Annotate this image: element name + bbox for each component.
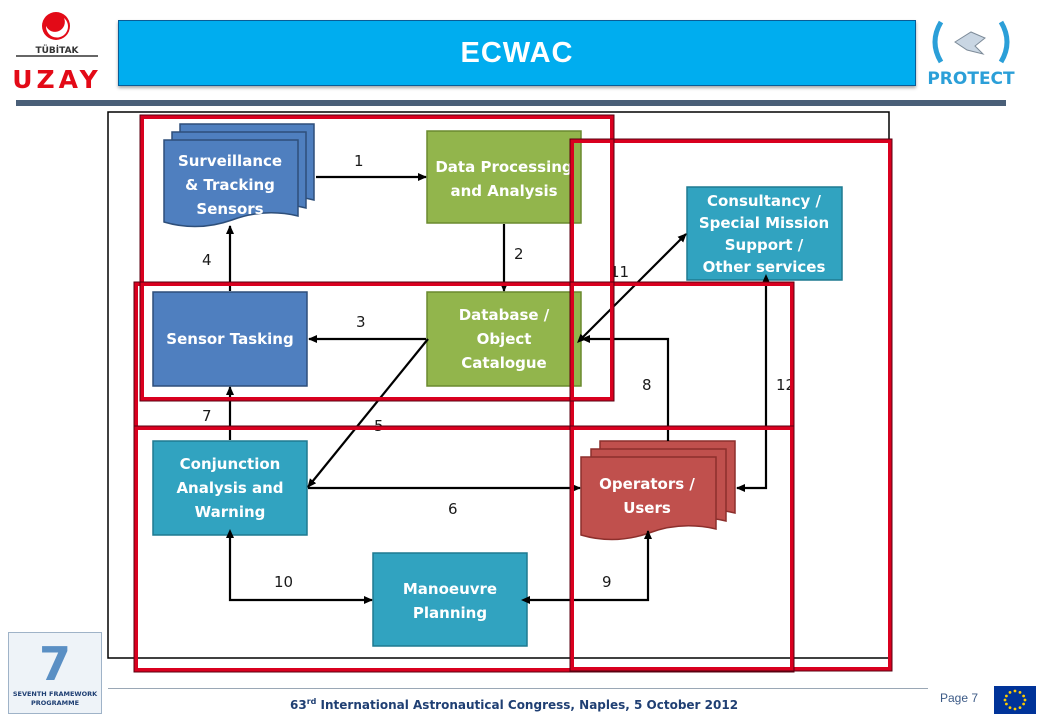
operators-label-1: Operators / [599, 475, 695, 493]
consultancy-label-1: Consultancy / [707, 192, 822, 210]
label-4: 4 [202, 251, 212, 269]
database-label-2: Object [477, 330, 532, 348]
label-6: 6 [448, 500, 458, 518]
surveillance-label-2: & Tracking [185, 176, 275, 194]
manoeuvre-label-1: Manoeuvre [403, 580, 497, 598]
conjunction-label-3: Warning [195, 503, 266, 521]
highlight-frames-outline [133, 114, 893, 673]
uzay-text: UZAY [12, 65, 102, 94]
footer-conf-ordinal: rd [306, 697, 317, 706]
manoeuvre-planning-node: Manoeuvre Planning [372, 552, 528, 647]
database-node: Database / Object Catalogue [426, 291, 582, 387]
surveillance-label-3: Sensors [196, 200, 263, 218]
highlight-frame-collision-avoidance [134, 426, 794, 672]
protect-text: PROTECT [927, 69, 1015, 89]
label-1: 1 [354, 152, 364, 170]
database-label-1: Database / [459, 306, 550, 324]
label-2: 2 [514, 245, 524, 263]
sensor-tasking-node: Sensor Tasking [152, 291, 308, 387]
manoeuvre-label-2: Planning [413, 604, 487, 622]
label-10: 10 [274, 573, 293, 591]
protect-logo: PROTECT [925, 14, 1017, 94]
consultancy-label-3: Support / [725, 236, 804, 254]
label-9: 9 [602, 573, 612, 591]
highlight-frame-sst [140, 115, 614, 401]
page-number: Page 7 [940, 691, 979, 705]
arrow-10 [226, 529, 373, 604]
label-7: 7 [202, 407, 212, 425]
sensor-tasking-label: Sensor Tasking [166, 330, 293, 348]
conjunction-label-1: Conjunction [180, 455, 281, 473]
consultancy-node: Consultancy / Special Mission Support / … [686, 186, 843, 281]
consultancy-label-4: Other services [703, 258, 826, 276]
operators-label-2: Users [623, 499, 671, 517]
fp7-logo: 7 SEVENTH FRAMEWORK PROGRAMME [8, 632, 102, 714]
arrow-5 [307, 338, 429, 488]
footer-conference: 63rd International Astronautical Congres… [290, 697, 750, 712]
footer-conf-number: 63 [290, 698, 307, 712]
footer-conf-text: International Astronautical Congress, Na… [316, 698, 739, 712]
fp7-text-1: SEVENTH FRAMEWORK [13, 690, 98, 698]
data-processing-label-1: Data Processing [435, 158, 572, 176]
title-bar: ECWAC [118, 20, 916, 86]
arrow-12 [736, 274, 770, 492]
arrow-9 [521, 530, 652, 604]
tubitak-text: TÜBİTAK [35, 45, 79, 56]
data-processing-node: Data Processing and Analysis [426, 130, 582, 224]
fp7-text-2: PROGRAMME [31, 699, 79, 707]
label-8: 8 [642, 376, 652, 394]
highlight-frames [134, 115, 892, 672]
conjunction-analysis-node: Conjunction Analysis and Warning [152, 440, 308, 536]
header-divider [16, 100, 1006, 106]
database-label-3: Catalogue [461, 354, 546, 372]
footer-divider [108, 688, 928, 689]
consultancy-label-2: Special Mission [699, 214, 829, 232]
diagram-arrows [226, 173, 770, 604]
label-11: 11 [610, 263, 629, 281]
page-title: ECWAC [460, 36, 574, 69]
conjunction-label-2: Analysis and [176, 479, 283, 497]
fp7-seven: 7 [39, 637, 71, 691]
eu-flag-logo [994, 686, 1036, 714]
label-3: 3 [356, 313, 366, 331]
tubitak-uzay-logo: TÜBİTAK UZAY [12, 6, 104, 96]
data-processing-label-2: and Analysis [450, 182, 557, 200]
surveillance-tracking-sensors-node: Surveillance & Tracking Sensors [163, 123, 315, 228]
surveillance-label-1: Surveillance [178, 152, 282, 170]
operators-users-node: Operators / Users [580, 440, 736, 541]
